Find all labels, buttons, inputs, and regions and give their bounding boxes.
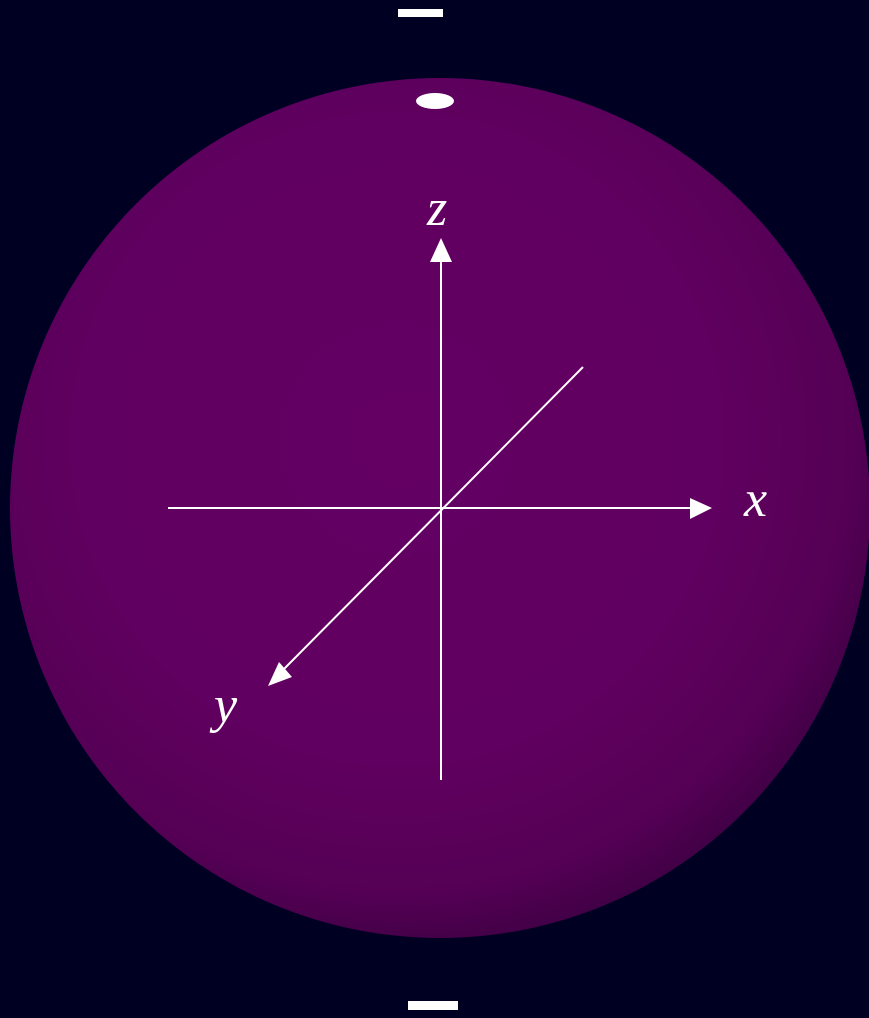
z-axis-label: z: [426, 180, 447, 237]
bottom-pole-mark: [408, 1001, 458, 1010]
y-axis-label: y: [209, 677, 238, 734]
x-axis-label: x: [743, 471, 767, 528]
top-pole-mark: [398, 9, 443, 17]
north-pole-dot: [416, 93, 454, 109]
